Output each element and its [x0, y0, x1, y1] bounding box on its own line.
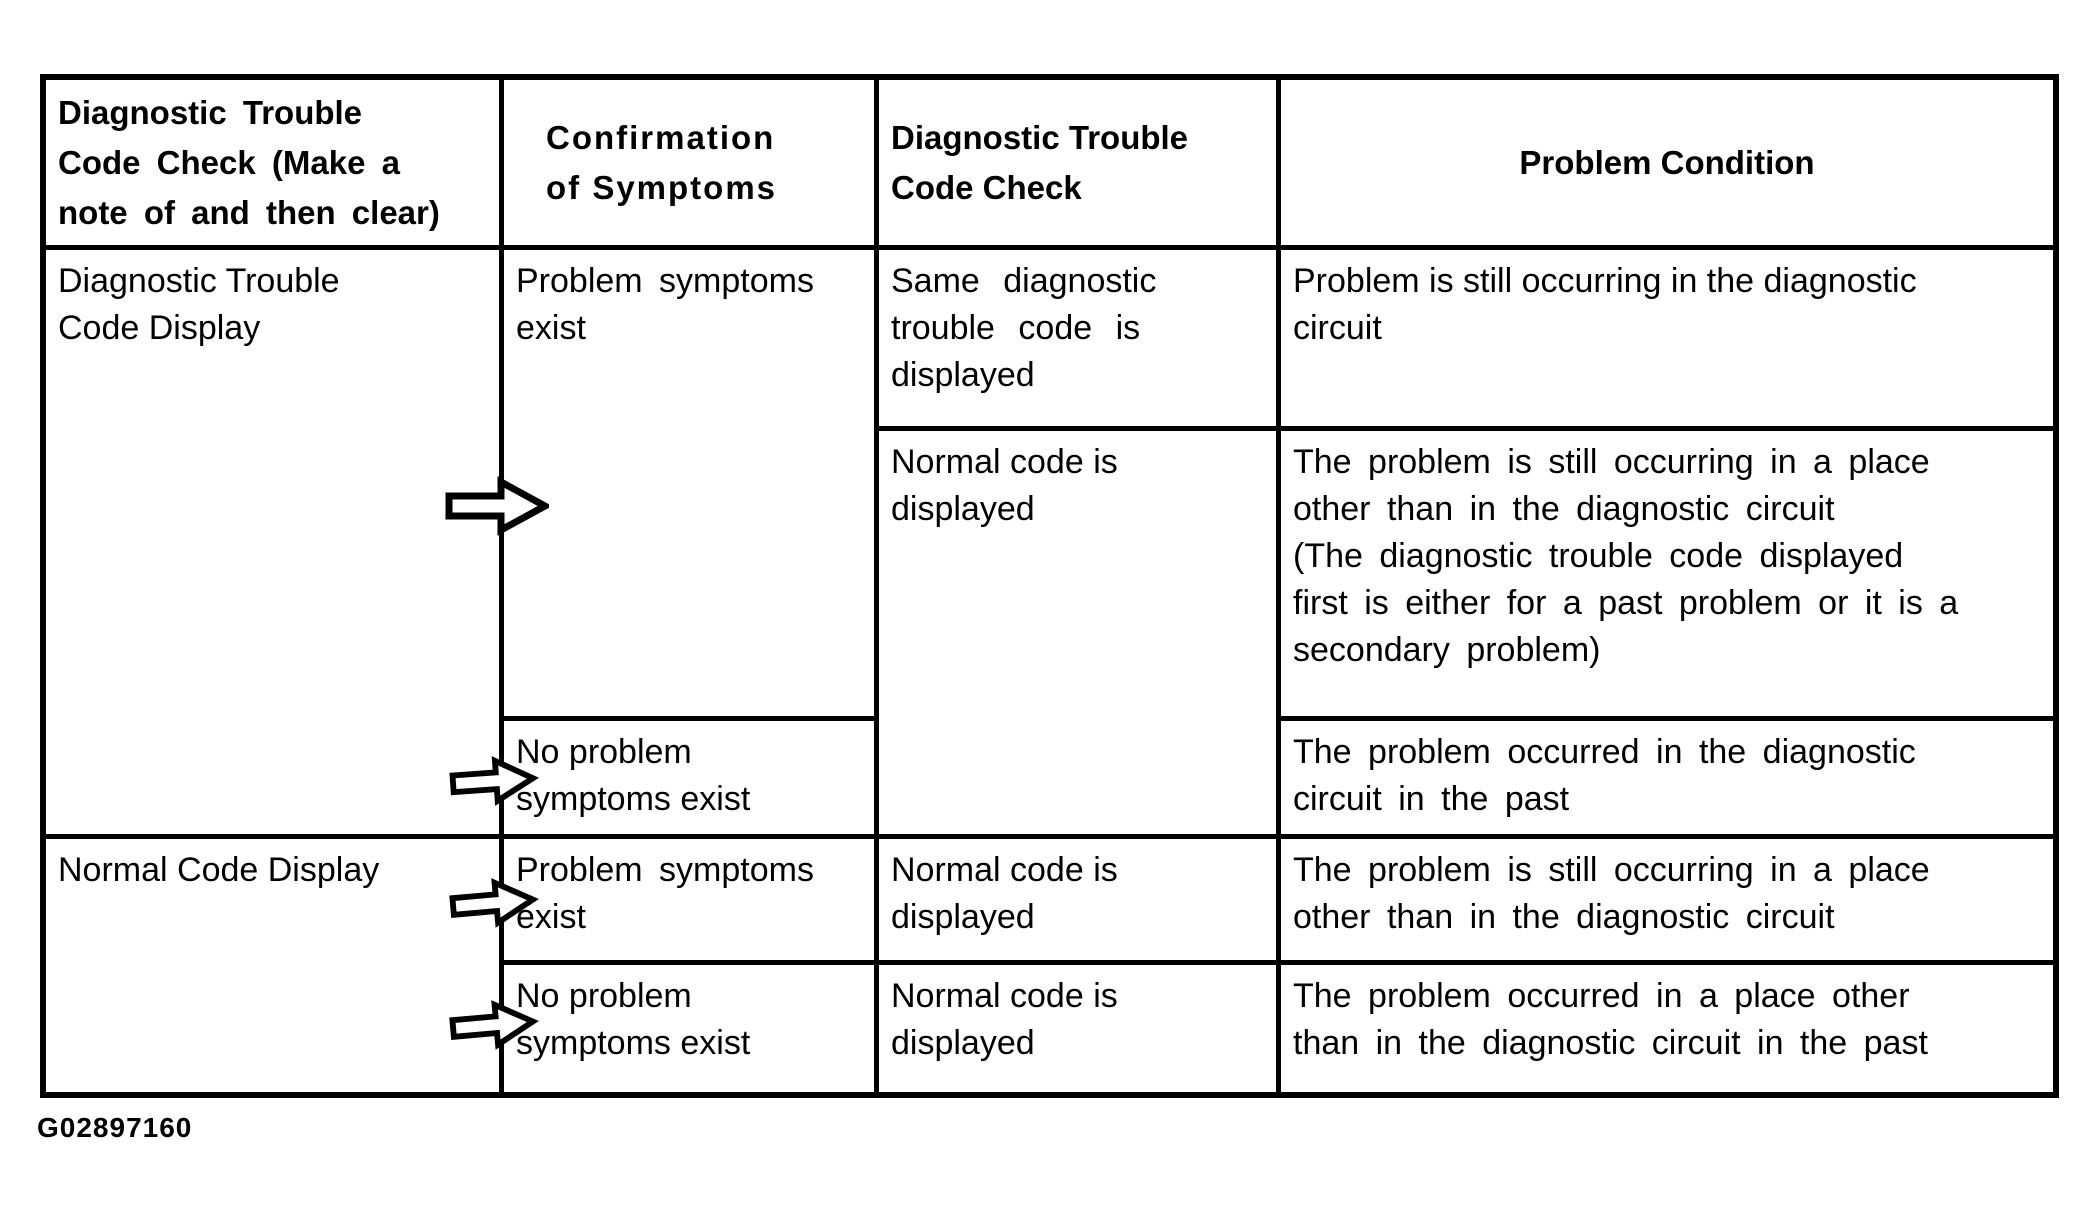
cell-problem-occurred-other-place-past: The problem occurred in a place other th… [1293, 977, 1928, 1062]
header-problem-condition: Problem Condition [1281, 80, 2053, 250]
right-arrow-icon [449, 1000, 539, 1050]
cell-normal-code-display: Normal Code Display [46, 839, 504, 1092]
cell-normal-code-displayed-1: Normal code is displayed [879, 431, 1281, 839]
cell-problem-symptoms-exist-1: Problem symptoms exist [504, 250, 879, 721]
cell-problem-occurred-in-circuit-past: The problem occurred in the diagnostic c… [1281, 721, 2053, 839]
cell-no-problem-symptoms-2: No problem symptoms exist [504, 965, 879, 1092]
figure-id: G02897160 [37, 1112, 193, 1143]
cell-problem-still-other-place: The problem is still occurring in a plac… [1281, 839, 2053, 965]
cell-normal-code-displayed-3: Normal code is displayed [879, 965, 1281, 1092]
diagnostic-table: Diagnostic Trouble Code Check (Make a no… [40, 74, 2059, 1098]
cell-problem-symptoms-exist-2: Problem symptoms exist [504, 839, 879, 965]
header-dtc-check-clear: Diagnostic Trouble Code Check (Make a no… [46, 80, 504, 250]
cell-dtc-display: Diagnostic Trouble Code Display [46, 250, 504, 839]
right-arrow-icon [449, 878, 539, 928]
cell-problem-other-place-secondary: The problem is still occurring in a plac… [1281, 431, 2053, 721]
header-confirmation-of-symptoms: Confirmation of Symptoms [504, 80, 879, 250]
cell-problem-still-in-circuit: Problem is still occurring in the diagno… [1281, 250, 2053, 431]
cell-same-dtc-displayed: Same diagnostic trouble code is displaye… [879, 250, 1281, 431]
cell-normal-code-displayed-2: Normal code is displayed [879, 839, 1281, 965]
right-arrow-icon [445, 476, 549, 536]
right-arrow-icon [449, 756, 539, 806]
header-dtc-check: Diagnostic Trouble Code Check [879, 80, 1281, 250]
cell-no-problem-symptoms-1: No problem symptoms exist [504, 721, 879, 839]
